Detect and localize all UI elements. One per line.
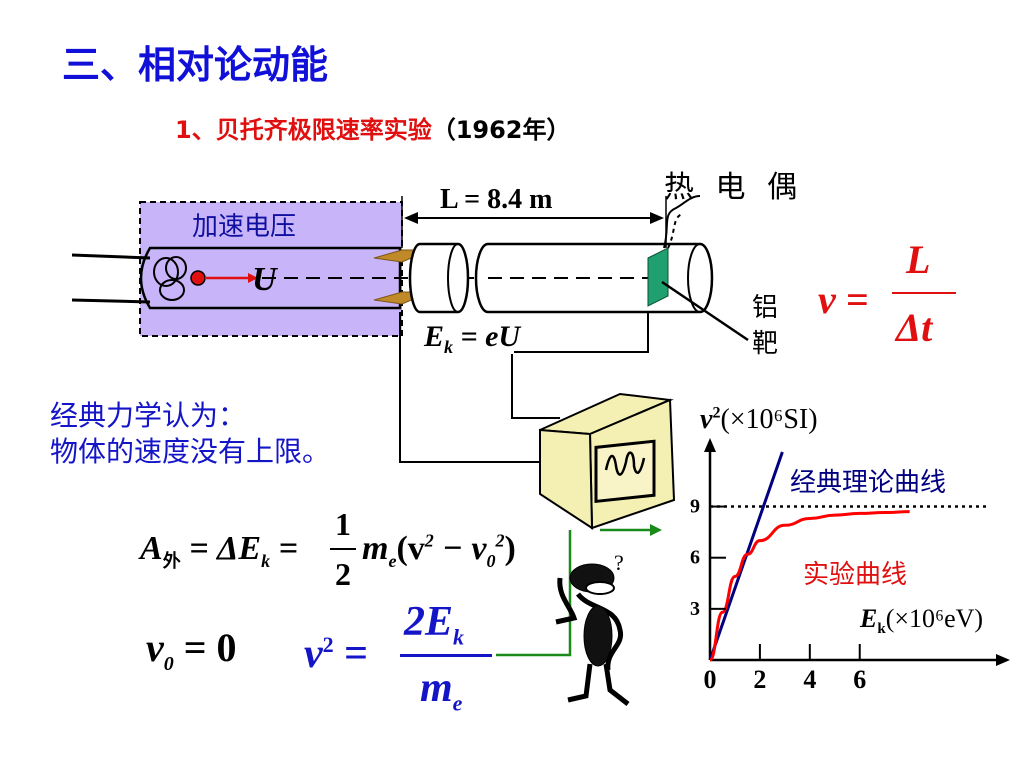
ek-sub: k: [444, 337, 454, 357]
experimental-curve-label: 实验曲线: [803, 560, 908, 590]
minus-v: − v: [442, 530, 487, 567]
v0-rhs: = 0: [183, 625, 237, 670]
x-tick-label: 4: [803, 665, 816, 694]
x-tick-label: 2: [753, 665, 766, 694]
x-axis-var: E: [860, 604, 878, 633]
oscilloscope-icon: [539, 392, 676, 530]
kinetic-terms: me(v2 − v02): [362, 530, 516, 572]
y-axis-var: v: [700, 404, 713, 435]
v2-den-text: m: [420, 665, 453, 711]
y-axis-sup: 2: [712, 404, 721, 422]
half-numerator: 1: [335, 506, 351, 542]
velocity-fraction-bar: [892, 292, 956, 294]
mass-sub: e: [388, 550, 397, 571]
accel-voltage-label: 加速电压: [192, 212, 297, 242]
experimental-curve: [708, 510, 910, 662]
work-sub: 外: [162, 550, 181, 571]
classical-line-1: 经典力学认为：: [50, 399, 247, 432]
velocity-lhs: v =: [818, 277, 869, 322]
y-axis-label: v2(×10⁶SI): [700, 404, 818, 436]
ek-relation: Ek = eU: [424, 320, 520, 358]
v2-den-sub: e: [452, 690, 463, 716]
thinker-figure-icon: [555, 563, 630, 706]
classical-curve-label: 经典理论曲线: [790, 468, 947, 498]
v2-fraction-bar: [400, 654, 492, 657]
v2-denominator: me: [420, 664, 462, 716]
work-mid-sub: k: [261, 550, 271, 571]
filament-icon: [153, 256, 187, 301]
y-tick-label: 6: [690, 547, 700, 569]
ek-var: E: [424, 320, 445, 353]
classical-line-2: 物体的速度没有上限。: [50, 435, 331, 468]
signal-wire-3: [514, 312, 649, 353]
v-squared: 2: [424, 530, 434, 551]
lead-wire-top: [71, 253, 151, 260]
voltage-symbol: U: [252, 261, 279, 298]
v2-num-text: 2E: [404, 599, 454, 645]
thermocouple-wire: [663, 195, 701, 249]
slide-title: 三、相对论动能: [62, 43, 329, 87]
velocity-numerator: L: [906, 237, 931, 282]
target-pointer: [661, 280, 749, 342]
half-fraction-bar: [330, 548, 356, 550]
mass-var: m: [362, 530, 389, 567]
v2-num-sub: k: [453, 624, 465, 650]
subtitle-text: 1、贝托齐极限速率实验: [175, 116, 432, 144]
slide-subtitle: 1、贝托齐极限速率实验（1962年）: [175, 110, 571, 145]
v2-eq: =: [344, 631, 369, 677]
aluminum-target: [647, 247, 669, 307]
y-axis-unit: (×10⁶SI): [720, 404, 818, 435]
v2-sup: 2: [322, 632, 334, 657]
v0-squared: 2: [495, 530, 505, 551]
signal-wire-1: [399, 312, 540, 463]
y-axis-arrow: [704, 438, 716, 452]
x-tick-label: 6: [853, 665, 866, 694]
work-equation: A外 = ΔEk =: [140, 530, 298, 573]
lead-wire-bottom: [71, 298, 151, 304]
work-mid: = ΔE: [189, 530, 262, 567]
subtitle-year: （1962年）: [431, 116, 571, 144]
work-eq2: =: [278, 530, 298, 567]
target-label: 铝 靶: [752, 290, 778, 362]
ek-rhs: = eU: [460, 320, 521, 353]
question-mark: ?: [614, 550, 624, 575]
v2-numerator: 2Ek: [404, 598, 464, 650]
x-axis-label: Ek(×10⁶eV): [860, 604, 983, 638]
x-tick-label: 0: [704, 665, 717, 694]
work-lhs: A: [140, 530, 163, 567]
thermocouple-label: 热 电 偶: [664, 170, 804, 205]
x-axis-unit: (×10⁶eV): [885, 604, 984, 633]
signal-wire-2: [511, 354, 560, 419]
x-axis-arrow: [996, 654, 1010, 666]
classical-view-text: 经典力学认为： 物体的速度没有上限。: [50, 398, 330, 470]
v2-var: v: [304, 631, 323, 677]
v0-var: v: [146, 625, 164, 670]
bracket-open: (v: [396, 530, 425, 567]
target-label-2: 靶: [752, 329, 779, 359]
tube-accelerator: [139, 246, 402, 310]
v0-eq-sub: 0: [163, 653, 174, 675]
accel-voltage-box: [139, 201, 403, 337]
v0-sub: 0: [486, 550, 496, 571]
x-axis-sub: k: [877, 621, 886, 638]
v0-equation: v0 = 0: [146, 624, 237, 676]
half-denominator: 2: [335, 556, 351, 592]
bracket-close: ): [504, 530, 516, 567]
y-tick-label: 3: [690, 598, 700, 620]
v2-lhs: v2 =: [304, 630, 368, 678]
target-label-1: 铝: [752, 293, 779, 323]
y-tick-label: 9: [690, 496, 700, 518]
length-label: L = 8.4 m: [440, 184, 553, 215]
velocity-denominator: Δt: [896, 305, 933, 350]
